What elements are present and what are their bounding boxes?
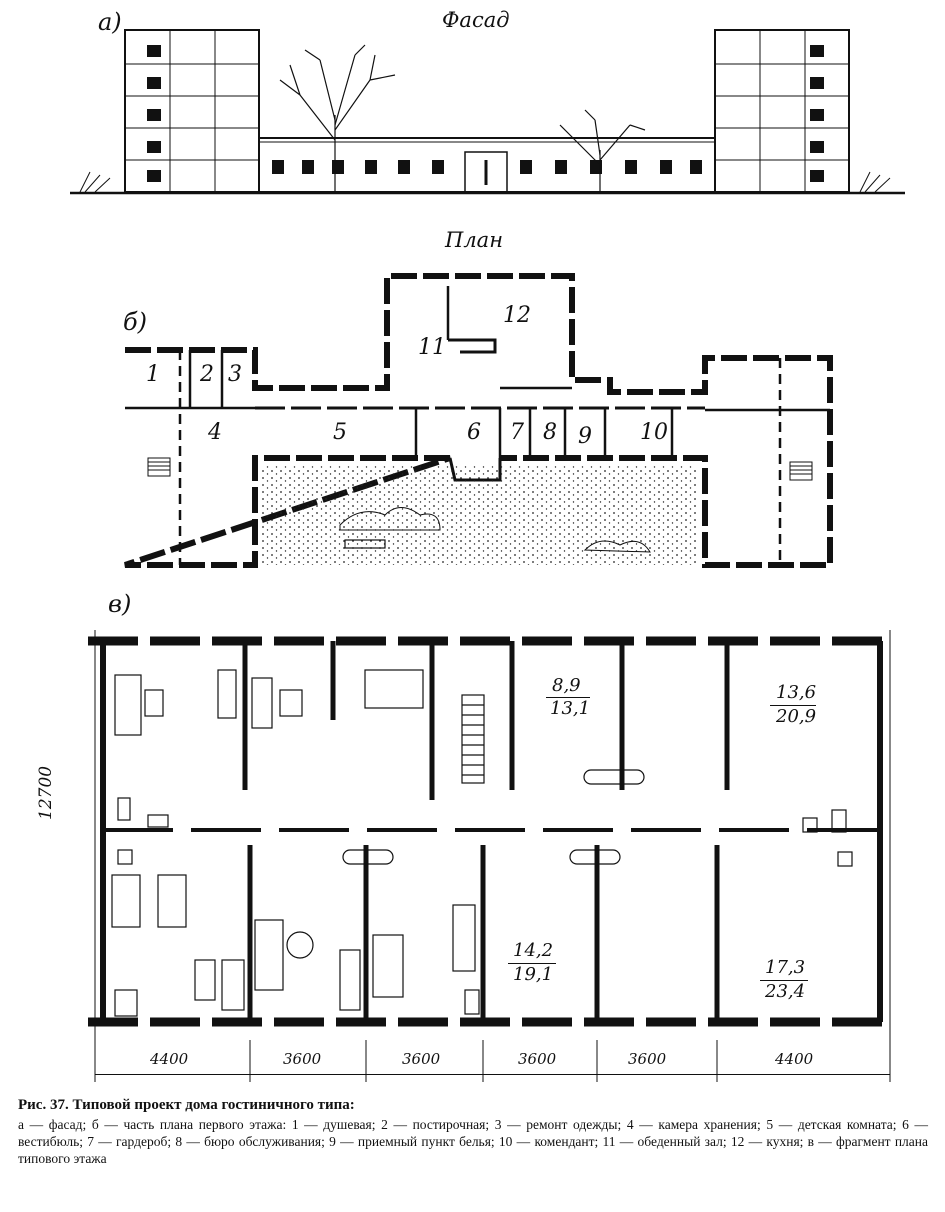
room-number-2: 2 — [200, 362, 214, 387]
room-number-4: 4 — [208, 420, 222, 445]
room-number-8: 8 — [543, 420, 557, 445]
facade-tree-right — [559, 109, 646, 192]
room-number-12: 12 — [503, 303, 531, 328]
facade-tree-left — [279, 44, 396, 192]
room-number-6: 6 — [467, 420, 481, 445]
facade-marker: а) — [98, 8, 122, 36]
room-number-10: 10 — [640, 420, 668, 445]
room-number-7: 7 — [510, 420, 524, 445]
plan-title: План — [445, 228, 504, 252]
bay-width-1: 4400 — [150, 1050, 189, 1068]
furniture — [111, 669, 480, 1017]
facade-elevation — [70, 29, 905, 195]
axis-lines — [94, 630, 891, 1082]
figure-caption-title: Рис. 37. Типовой проект дома гостиничног… — [18, 1097, 355, 1113]
facade-title: Фасад — [442, 8, 510, 32]
typical-floor-marker: в) — [108, 590, 132, 618]
area-2-bottom: 20,9 — [776, 706, 817, 727]
area-3-top: 14,2 — [513, 940, 554, 961]
room-number-11: 11 — [418, 335, 446, 360]
room-number-9: 9 — [578, 424, 592, 449]
figure-caption: Рис. 37. Типовой проект дома гостиничног… — [18, 1097, 928, 1167]
area-2-fraction-line — [770, 705, 816, 706]
bay-width-4: 3600 — [518, 1050, 557, 1068]
stairwell — [461, 694, 485, 784]
area-2-top: 13,6 — [776, 682, 817, 703]
typical-floor-plan — [88, 630, 893, 1082]
area-1-fraction-line — [546, 697, 590, 698]
figure-caption-legend: а — фасад; б — часть плана первого этажа… — [18, 1117, 928, 1166]
bay-width-2: 3600 — [283, 1050, 322, 1068]
room-number-3: 3 — [228, 362, 242, 387]
bay-width-5: 3600 — [628, 1050, 667, 1068]
room-number-1: 1 — [146, 362, 160, 387]
courtyard — [262, 465, 698, 565]
facade-right-tower — [714, 29, 850, 193]
bay-width-6: 4400 — [775, 1050, 814, 1068]
height-dimension: 12700 — [36, 765, 56, 820]
area-3-bottom: 19,1 — [513, 964, 554, 985]
ground-floor-plan — [124, 273, 833, 568]
facade-entrance — [464, 151, 508, 193]
area-4-top: 17,3 — [765, 957, 806, 978]
facade-left-tower — [124, 29, 260, 193]
area-3-fraction-line — [508, 963, 556, 964]
room-number-5: 5 — [333, 420, 347, 445]
architectural-drawing — [70, 29, 905, 1082]
area-1-bottom: 13,1 — [550, 698, 591, 719]
area-1-top: 8,9 — [552, 675, 581, 696]
bay-width-3: 3600 — [402, 1050, 441, 1068]
area-4-bottom: 23,4 — [765, 981, 806, 1002]
area-4-fraction-line — [760, 980, 808, 981]
plan-marker: б) — [123, 308, 148, 336]
dimension-line — [95, 1074, 890, 1075]
